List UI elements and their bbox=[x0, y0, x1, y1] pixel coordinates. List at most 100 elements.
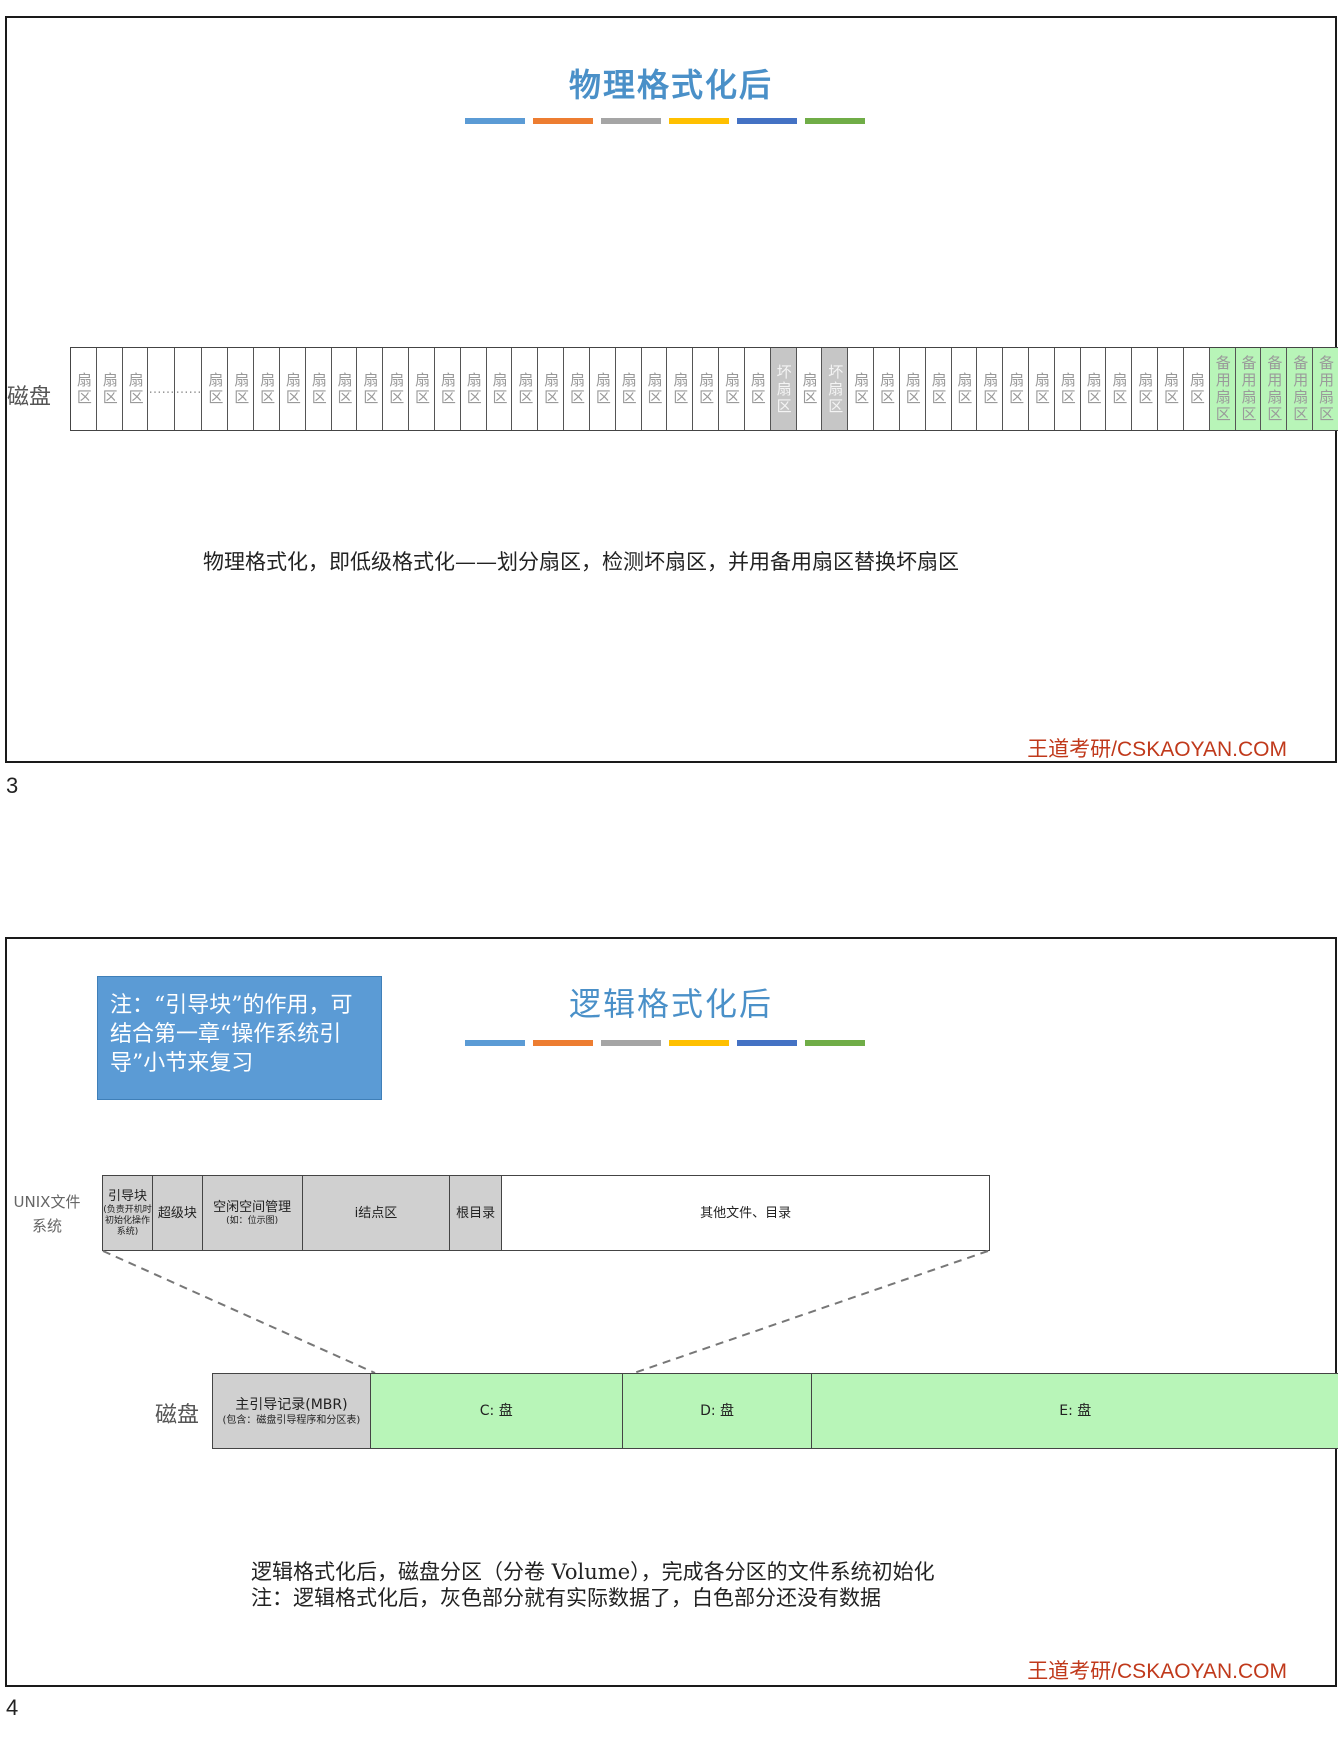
sector: 扇区 bbox=[667, 348, 694, 430]
sector: 扇区 bbox=[745, 348, 771, 430]
sector: 扇区 bbox=[461, 348, 487, 430]
sector: 扇区 bbox=[952, 348, 978, 430]
slide-title: 逻辑格式化后 bbox=[568, 985, 773, 1023]
unix-block: i结点区 bbox=[302, 1176, 451, 1250]
sector: 扇区 bbox=[487, 348, 513, 430]
sector-ellipsis: …… bbox=[175, 348, 203, 430]
slide-physical-format: 物理格式化后 磁盘 扇区扇区扇区…………扇区扇区扇区扇区扇区扇区扇区扇区扇区扇区… bbox=[5, 16, 1338, 763]
sector: 扇区 bbox=[71, 348, 97, 430]
sector: 扇区 bbox=[280, 348, 306, 430]
sector: 扇区 bbox=[254, 348, 280, 430]
logical-format-caption: 逻辑格式化后，磁盘分区（分卷 Volume），完成各分区的文件系统初始化 bbox=[251, 1560, 935, 1584]
sector: 扇区 bbox=[848, 348, 875, 430]
partition-label: C: 盘 bbox=[479, 1403, 513, 1419]
sector: 扇区 bbox=[228, 348, 255, 430]
sector: 扇区 bbox=[564, 348, 590, 430]
sector: 扇区 bbox=[306, 348, 332, 430]
sector: 扇区 bbox=[97, 348, 123, 430]
disk-partition-layout: 主引导记录(MBR)(包含：磁盘引导程序和分区表) C: 盘 D: 盘 E: 盘 bbox=[212, 1373, 1338, 1449]
zoom-dashed-lines bbox=[102, 1250, 989, 1374]
footer-brand: 王道考研/CSKAOYAN.COM bbox=[1027, 1660, 1287, 1683]
unix-block: 根目录 bbox=[450, 1176, 503, 1250]
sector: 扇区 bbox=[1029, 348, 1055, 430]
sector: 扇区 bbox=[590, 348, 616, 430]
sector: 扇区 bbox=[1081, 348, 1107, 430]
partition-label: E: 盘 bbox=[1059, 1403, 1092, 1419]
sector: 扇区 bbox=[357, 348, 384, 430]
slide-title: 物理格式化后 bbox=[568, 66, 773, 104]
color-bar-4 bbox=[669, 1040, 729, 1046]
sector: 扇区 bbox=[874, 348, 900, 430]
sector: 扇区 bbox=[409, 348, 435, 430]
color-bar-4 bbox=[669, 118, 729, 124]
sector: 扇区 bbox=[1055, 348, 1081, 430]
color-bar-6 bbox=[805, 1040, 865, 1046]
color-bar-2 bbox=[533, 118, 593, 124]
color-bar-5 bbox=[737, 1040, 797, 1046]
sector: 扇区 bbox=[512, 348, 539, 430]
unix-block-label: 其他文件、目录 bbox=[700, 1205, 792, 1221]
spare-sector: 备用扇区 bbox=[1235, 348, 1262, 430]
sector: 扇区 bbox=[435, 348, 461, 430]
sector: 扇区 bbox=[332, 348, 358, 430]
sector: 扇区 bbox=[642, 348, 668, 430]
unix-fs-label: UNIX文件系统 bbox=[13, 1193, 81, 1235]
slide-logical-format: 逻辑格式化后 注：“引导块”的作用，可结合第一章“操作系统引导”小节来复习 UN… bbox=[5, 937, 1338, 1687]
sector: 扇区 bbox=[616, 348, 642, 430]
unix-block-label: 根目录 bbox=[456, 1205, 496, 1221]
sector: 扇区 bbox=[719, 348, 745, 430]
sector: 扇区 bbox=[1184, 348, 1210, 430]
sector: 扇区 bbox=[383, 348, 410, 430]
unix-block-sublabel: (负责开机时初始化操作系统) bbox=[103, 1205, 152, 1237]
physical-format-caption: 物理格式化，即低级格式化——划分扇区，检测坏扇区，并用备用扇区替换坏扇区 bbox=[203, 550, 959, 574]
sector-ellipsis: …… bbox=[148, 348, 176, 430]
sector: 扇区 bbox=[797, 348, 823, 430]
bad-sector: 坏扇区 bbox=[822, 348, 849, 430]
spare-sector: 备用扇区 bbox=[1287, 348, 1314, 430]
partition-block: E: 盘 bbox=[812, 1374, 1338, 1448]
footer-brand: 王道考研/CSKAOYAN.COM bbox=[1027, 738, 1287, 761]
color-bar-6 bbox=[805, 118, 865, 124]
sector: 扇区 bbox=[1158, 348, 1184, 430]
unix-block-sublabel: (如：位示图) bbox=[226, 1216, 279, 1226]
sector: 扇区 bbox=[693, 348, 720, 430]
page-number: 3 bbox=[6, 773, 19, 798]
sector: 扇区 bbox=[538, 348, 565, 430]
mbr-block: 主引导记录(MBR)(包含：磁盘引导程序和分区表) bbox=[213, 1374, 371, 1448]
note-callout: 注：“引导块”的作用，可结合第一章“操作系统引导”小节来复习 bbox=[97, 976, 382, 1100]
unix-block-label: 引导块 bbox=[107, 1189, 147, 1204]
color-bar-3 bbox=[601, 1040, 661, 1046]
spare-sector: 备用扇区 bbox=[1261, 348, 1288, 430]
sector: 扇区 bbox=[123, 348, 149, 430]
title-color-bars bbox=[465, 1040, 865, 1046]
color-bar-1 bbox=[465, 118, 525, 124]
page-number: 4 bbox=[6, 1695, 19, 1720]
disk-label: 磁盘 bbox=[155, 1403, 200, 1428]
color-bar-5 bbox=[737, 118, 797, 124]
partition-block: C: 盘 bbox=[370, 1374, 623, 1448]
partition-label: D: 盘 bbox=[700, 1403, 735, 1419]
unix-block-label: 超级块 bbox=[157, 1205, 197, 1221]
logical-format-note: 注：逻辑格式化后，灰色部分就有实际数据了，白色部分还没有数据 bbox=[251, 1586, 881, 1610]
unix-block: 超级块 bbox=[152, 1176, 203, 1250]
bad-sector: 坏扇区 bbox=[770, 348, 797, 430]
sector: 扇区 bbox=[1132, 348, 1159, 430]
sector-strip: 扇区扇区扇区…………扇区扇区扇区扇区扇区扇区扇区扇区扇区扇区扇区扇区扇区扇区扇区… bbox=[70, 347, 1338, 431]
unix-block-label: i结点区 bbox=[354, 1205, 398, 1221]
unix-block-label: 空闲空间管理 bbox=[213, 1200, 292, 1215]
spare-sector: 备用扇区 bbox=[1209, 348, 1236, 430]
color-bar-2 bbox=[533, 1040, 593, 1046]
sector: 扇区 bbox=[1106, 348, 1133, 430]
sector: 扇区 bbox=[900, 348, 926, 430]
sector: 扇区 bbox=[1003, 348, 1029, 430]
color-bar-3 bbox=[601, 118, 661, 124]
spare-sector: 备用扇区 bbox=[1313, 348, 1338, 430]
disk-label: 磁盘 bbox=[7, 385, 52, 410]
partition-block: D: 盘 bbox=[622, 1374, 813, 1448]
sector: 扇区 bbox=[202, 348, 229, 430]
unix-block: 其他文件、目录 bbox=[502, 1176, 989, 1250]
unix-block: 引导块(负责开机时初始化操作系统) bbox=[103, 1176, 153, 1250]
title-color-bars bbox=[465, 118, 865, 124]
color-bar-1 bbox=[465, 1040, 525, 1046]
sector: 扇区 bbox=[977, 348, 1004, 430]
